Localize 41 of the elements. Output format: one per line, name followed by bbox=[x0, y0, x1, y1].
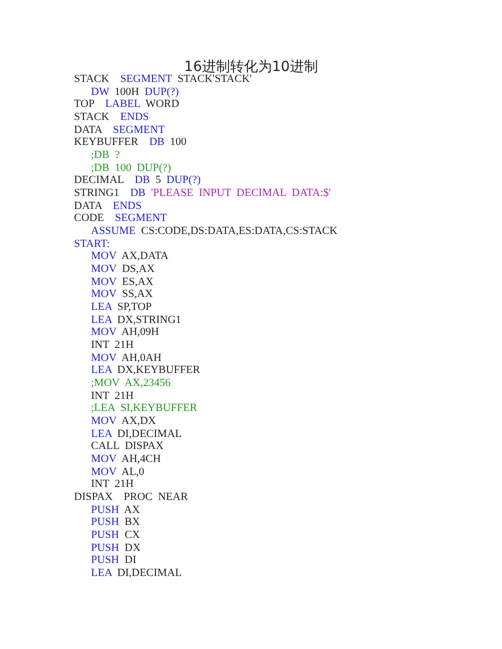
code-line: LEA DI,DECIMAL bbox=[91, 567, 182, 580]
code-line: STRING1 DB 'PLEASE INPUT DECIMAL DATA:$' bbox=[74, 187, 331, 200]
code-line: ASSUME CS:CODE,DS:DATA,ES:DATA,CS:STACK bbox=[91, 225, 338, 238]
code-line: DW 100H DUP(?) bbox=[91, 86, 179, 98]
code-line: DECIMAL DB 5 DUP(?) bbox=[74, 174, 201, 186]
code-line: DISPAX PROC NEAR bbox=[74, 491, 188, 504]
code-line: MOV ES,AX bbox=[91, 276, 154, 288]
code-line: LEA SP,TOP bbox=[91, 301, 152, 314]
code-line: PUSH DI bbox=[91, 554, 136, 566]
code-line: CODE SEGMENT bbox=[74, 212, 167, 224]
code-line: LEA DX,KEYBUFFER bbox=[91, 364, 200, 376]
code-line: START: bbox=[74, 238, 110, 250]
title: 16进制转化为10进制 bbox=[184, 58, 319, 75]
code-line: PUSH DX bbox=[91, 542, 141, 554]
code-line: MOV AH,0AH bbox=[91, 352, 162, 364]
code-line: INT 21H bbox=[91, 478, 134, 490]
code-line: LEA DI,DECIMAL bbox=[91, 428, 182, 440]
code-line: PUSH CX bbox=[91, 529, 140, 542]
code-line: MOV DS,AX bbox=[91, 263, 155, 276]
code-line: MOV AH,09H bbox=[91, 326, 159, 338]
code-line: MOV AH,4CH bbox=[91, 453, 161, 466]
code-line: MOV AX,DX bbox=[91, 415, 156, 428]
code-line: ;MOV AX,23456 bbox=[91, 377, 171, 390]
code-line: ;LEA SI,KEYBUFFER bbox=[91, 402, 198, 414]
code-line: PUSH BX bbox=[91, 516, 140, 528]
code-line: TOP LABEL WORD bbox=[74, 98, 180, 110]
code-line: INT 21H bbox=[91, 390, 134, 402]
code-line: KEYBUFFER DB 100 bbox=[74, 136, 186, 148]
code-line: LEA DX,STRING1 bbox=[91, 314, 182, 326]
code-line: PUSH AX bbox=[91, 504, 140, 516]
code-line: DATA SEGMENT bbox=[74, 124, 165, 136]
code-line: ;DB 100 DUP(?) bbox=[91, 162, 172, 174]
code-line: CALL DISPAX bbox=[91, 440, 164, 452]
code-line: DATA ENDS bbox=[74, 200, 142, 212]
code-line: MOV AX,DATA bbox=[91, 250, 168, 262]
code-line: STACK ENDS bbox=[74, 111, 149, 123]
code-line: MOV SS,AX bbox=[91, 288, 153, 300]
code-line: INT 21H bbox=[91, 339, 134, 352]
code-line: ;DB ? bbox=[91, 149, 120, 162]
code-line: STACK SEGMENT STACK'STACK' bbox=[74, 73, 252, 85]
code-line: MOV AL,0 bbox=[91, 466, 144, 478]
